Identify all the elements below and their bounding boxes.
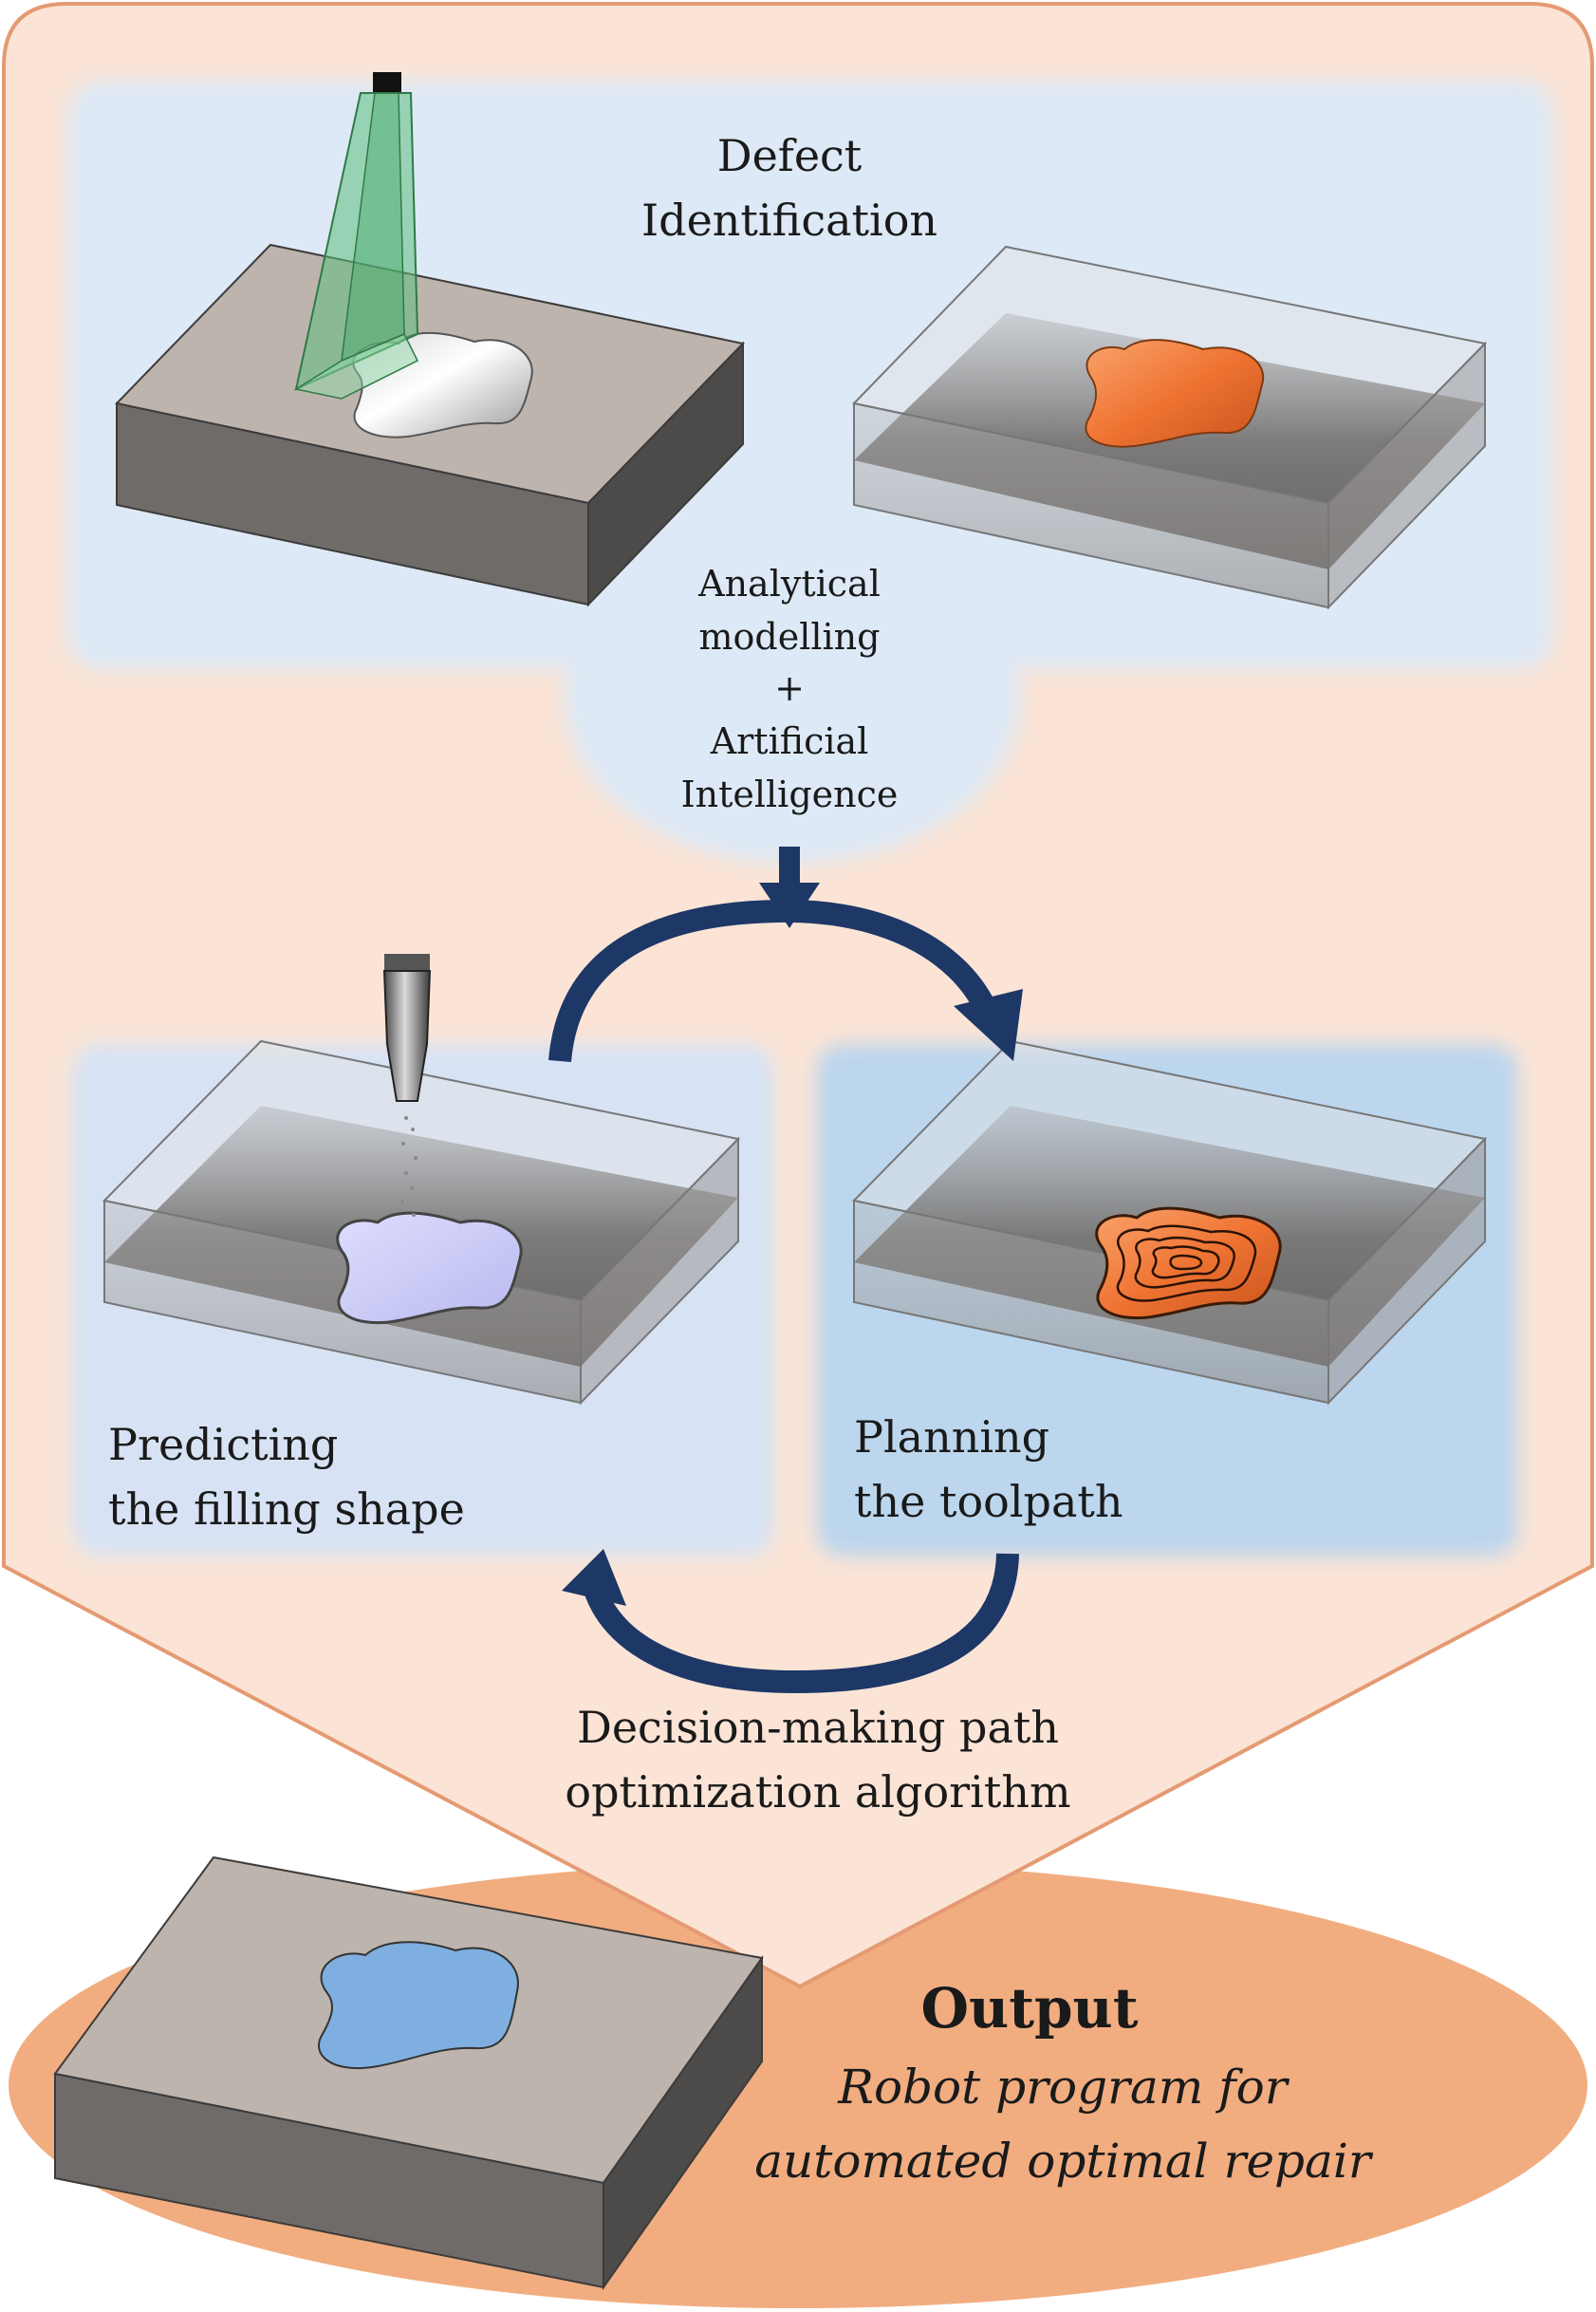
repaired-area xyxy=(318,1941,519,2070)
planning-label: Planning the toolpath xyxy=(854,1411,1123,1527)
defect-identification-title: Defect Identification xyxy=(641,130,937,246)
predicting-label: Predicting the filling shape xyxy=(108,1419,465,1535)
svg-text:Intelligence: Intelligence xyxy=(681,774,899,815)
svg-text:modelling: modelling xyxy=(699,616,881,658)
decision-label: Decision-making path optimization algori… xyxy=(565,1702,1070,1818)
svg-text:+: + xyxy=(774,667,805,709)
svg-text:the filling shape: the filling shape xyxy=(108,1483,465,1535)
defect-volume-orange xyxy=(1085,339,1265,448)
toolpath-block xyxy=(852,1039,1487,1406)
cycle-arrow-bottom xyxy=(585,1553,1019,1694)
svg-text:Planning: Planning xyxy=(854,1411,1049,1463)
cycle-arrow-top xyxy=(548,899,997,1063)
svg-text:automated optimal repair: automated optimal repair xyxy=(754,2134,1374,2189)
svg-text:Predicting: Predicting xyxy=(108,1419,338,1470)
analysis-label: Analytical modelling + Artificial Intell… xyxy=(681,563,899,815)
svg-text:Defect: Defect xyxy=(717,130,863,181)
cycle-arrow-bottom-head xyxy=(562,1549,626,1606)
svg-text:Artificial: Artificial xyxy=(710,720,869,762)
scanner-icon xyxy=(294,72,419,400)
output-label: Output Robot program for automated optim… xyxy=(754,1976,1374,2189)
svg-text:Decision-making path: Decision-making path xyxy=(577,1702,1059,1753)
cycle-arrow-top-head xyxy=(954,989,1023,1061)
svg-text:optimization algorithm: optimization algorithm xyxy=(565,1766,1070,1818)
svg-text:Analytical: Analytical xyxy=(697,563,881,605)
svg-text:Robot program for: Robot program for xyxy=(837,2060,1290,2115)
deposition-nozzle-icon xyxy=(382,954,432,1217)
svg-text:Identification: Identification xyxy=(641,195,937,246)
svg-text:the toolpath: the toolpath xyxy=(854,1476,1123,1527)
svg-text:Output: Output xyxy=(921,1976,1139,2041)
toolpath-spiral xyxy=(1095,1206,1282,1320)
filling-shape-lavender xyxy=(336,1211,523,1325)
